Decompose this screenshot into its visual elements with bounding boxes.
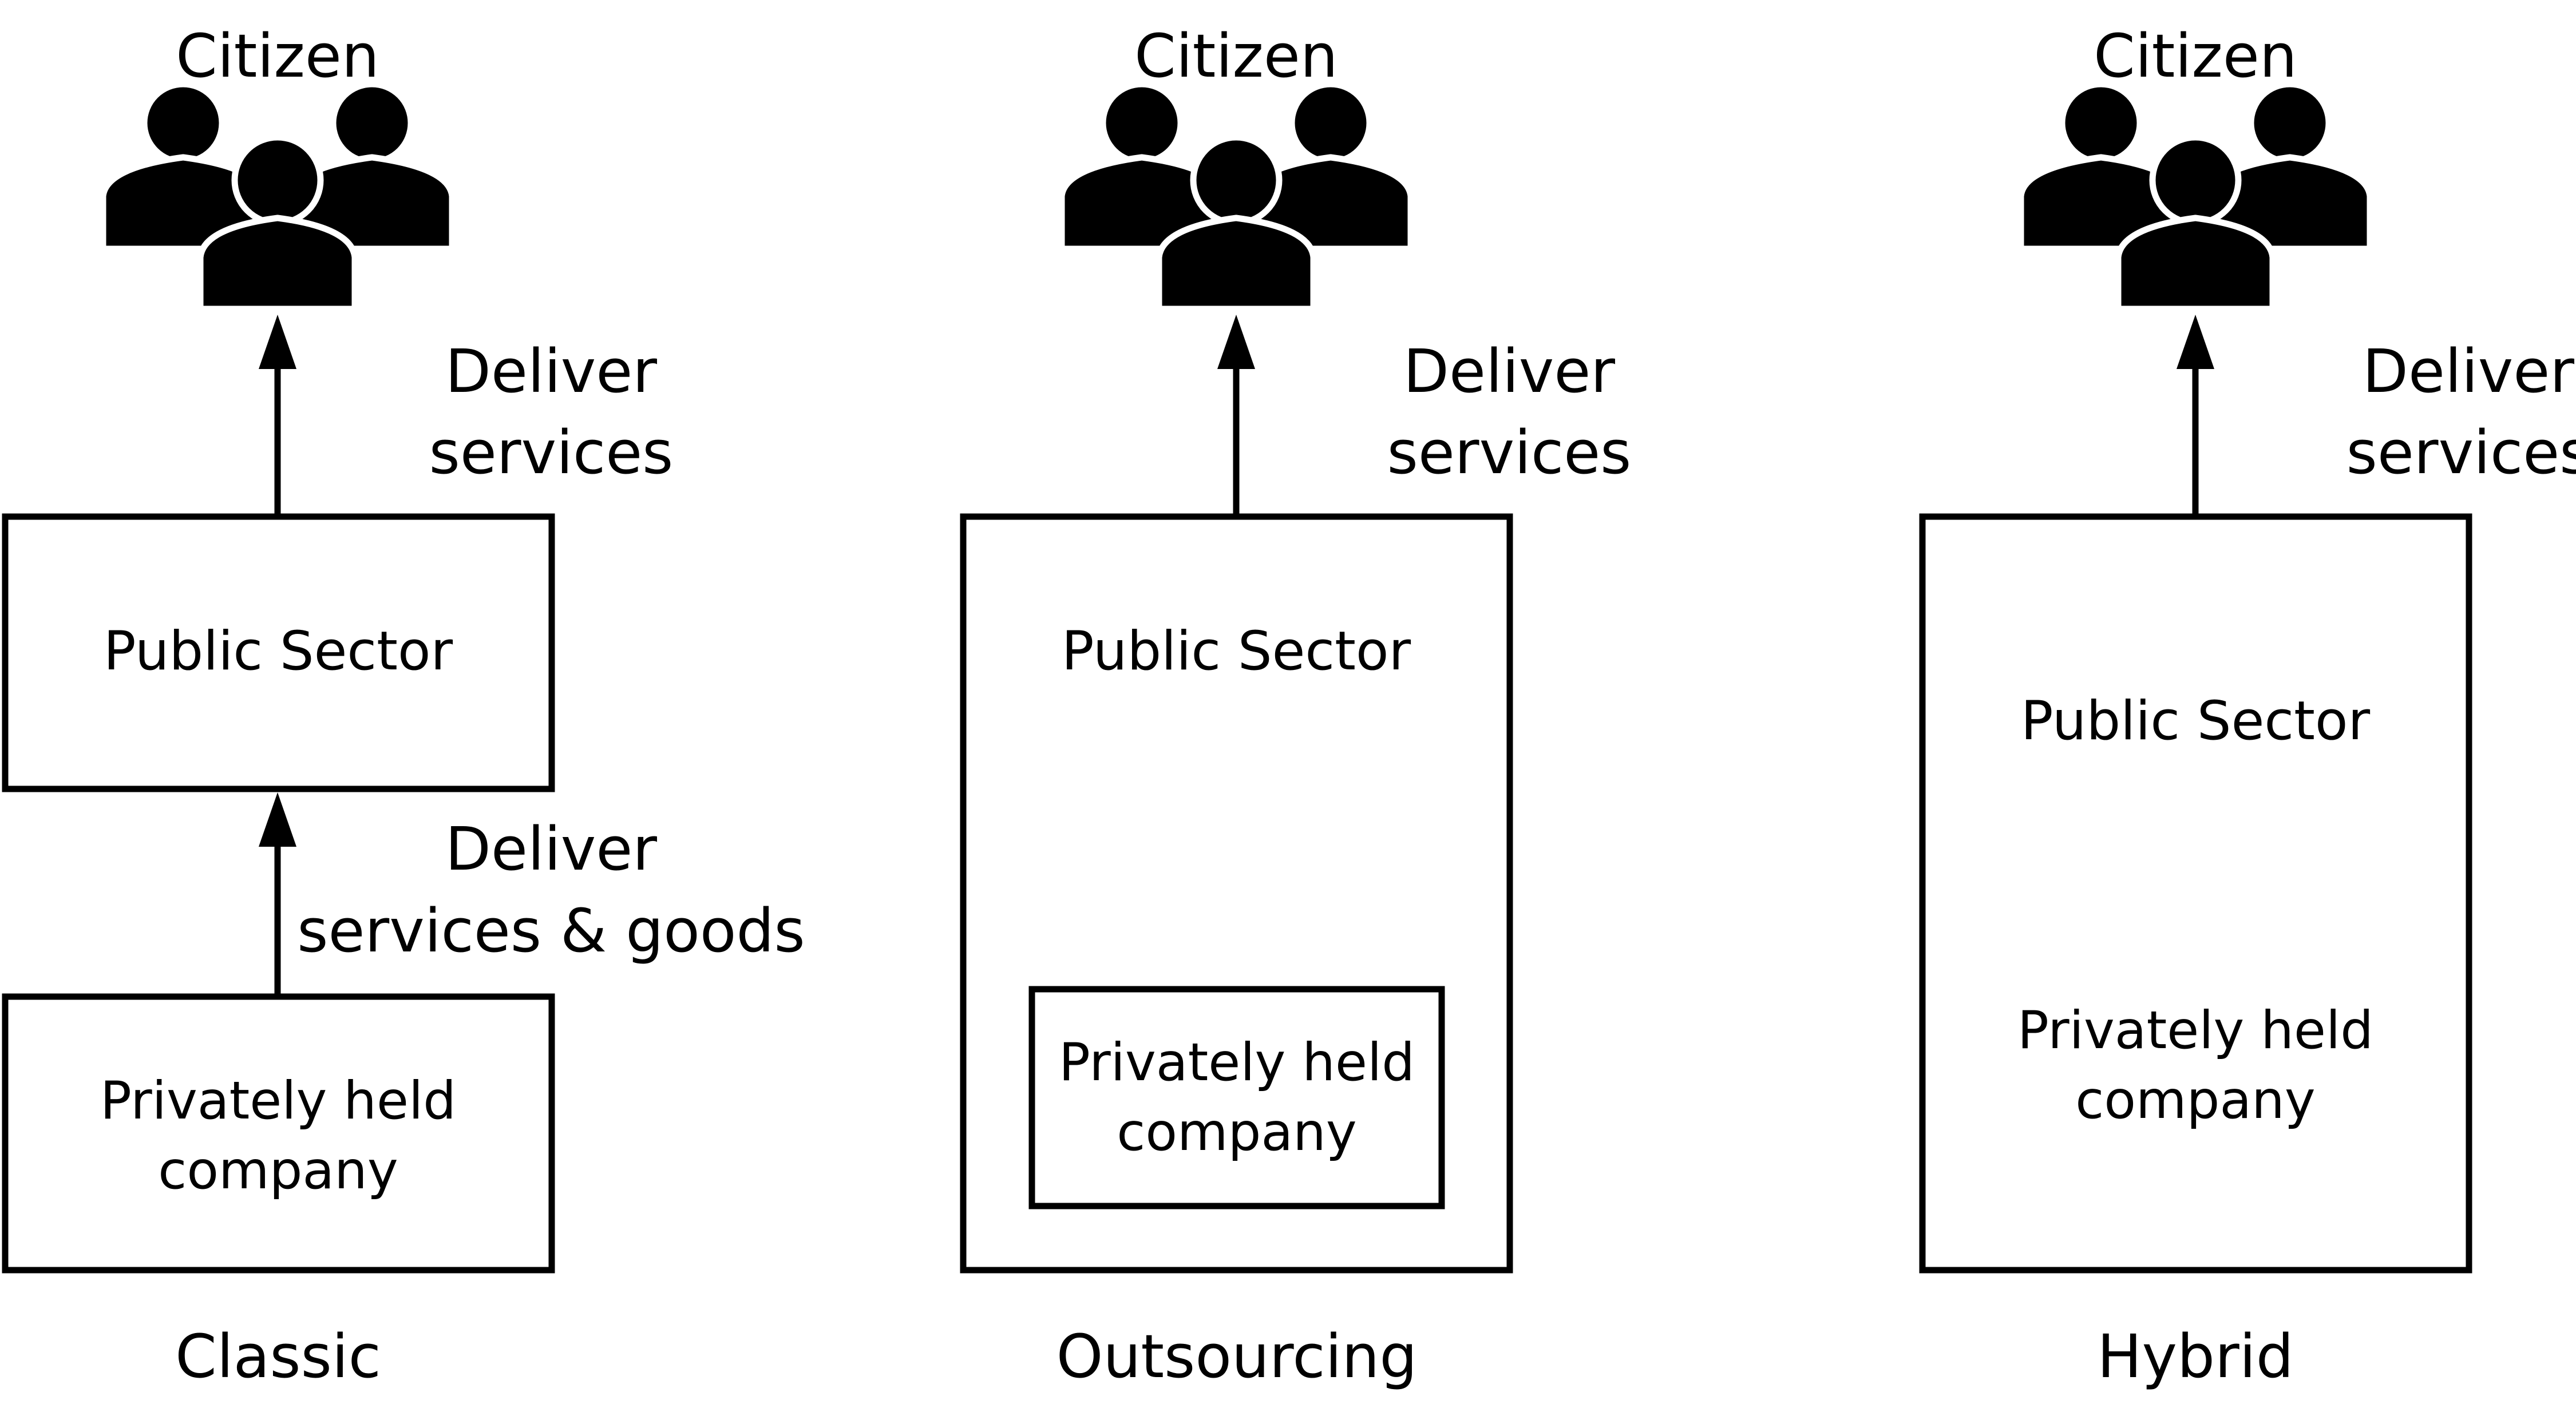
public-sector-label: Public Sector <box>104 620 453 683</box>
deliver-label-services: services <box>429 418 674 487</box>
deliver-label: Deliver <box>2363 336 2574 406</box>
deliver-label-services-goods: services & goods <box>297 896 805 966</box>
deliver-label: Deliver <box>445 814 657 884</box>
privately-held-company-box <box>1028 986 1445 1209</box>
company-label-line2: company <box>1117 1102 1356 1163</box>
panel-hybrid: Citizen Deliver services Public Sector P… <box>1919 21 2576 1391</box>
arrow-head-icon <box>259 315 296 369</box>
people-group-icon <box>2021 84 2370 309</box>
panel-outsourcing: Citizen Deliver services Public Sector P… <box>960 21 1632 1391</box>
panel-classic: Citizen Deliver services Public Sector D… <box>2 21 805 1391</box>
deliver-label: Deliver <box>1403 336 1615 406</box>
company-label: Privately held <box>100 1071 456 1131</box>
deliver-label-services: services <box>2347 418 2576 487</box>
company-label-line2: company <box>2075 1070 2315 1131</box>
public-sector-box <box>960 513 1513 1274</box>
model-label: Hybrid <box>2097 1322 2293 1391</box>
company-label-line2: company <box>158 1141 398 1201</box>
model-label: Classic <box>175 1322 381 1391</box>
arrow-head-icon <box>259 792 296 847</box>
public-sector-label: Public Sector <box>2021 690 2371 752</box>
citizen-label: Citizen <box>1134 21 1338 91</box>
privately-held-company-box <box>2 993 555 1274</box>
public-sector-box <box>2 513 555 792</box>
public-sector-label: Public Sector <box>1062 620 1411 683</box>
citizen-label: Citizen <box>2094 21 2297 91</box>
company-label: Privately held <box>1059 1033 1415 1093</box>
arrow-head-icon <box>2177 315 2214 369</box>
public-sector-box <box>1919 513 2472 1274</box>
people-group-icon <box>1062 84 1411 309</box>
arrow-head-icon <box>1217 315 1255 369</box>
deliver-label-services: services <box>1387 418 1632 487</box>
people-group-icon <box>103 84 452 309</box>
citizen-label: Citizen <box>176 21 379 91</box>
deliver-label: Deliver <box>445 336 657 406</box>
model-label: Outsourcing <box>1056 1322 1418 1391</box>
company-label: Privately held <box>2017 1001 2373 1061</box>
